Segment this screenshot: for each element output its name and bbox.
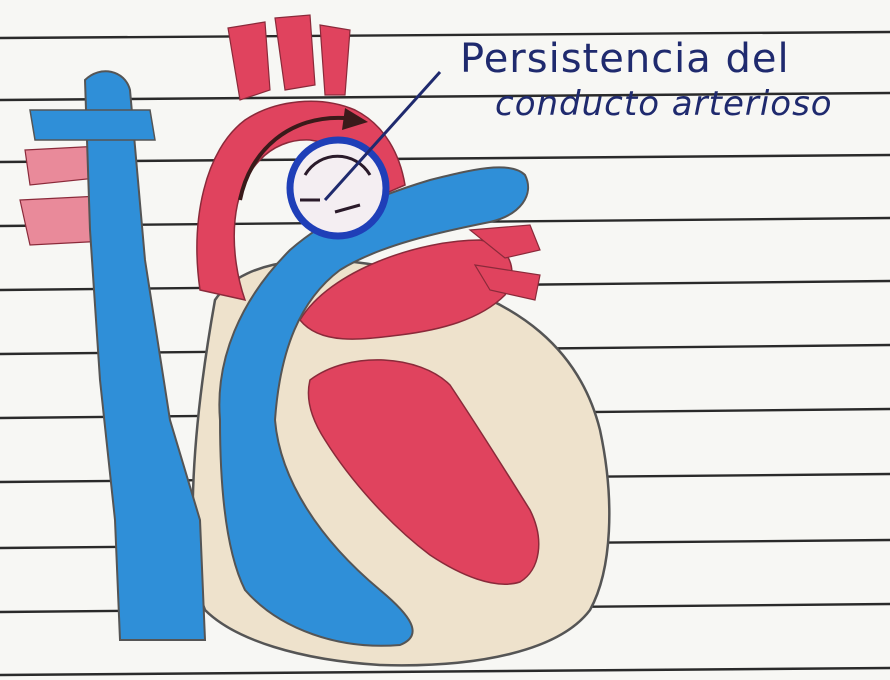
- vein-branch: [30, 110, 155, 140]
- annotation-title: Persistencia del: [460, 36, 790, 82]
- ruled-line: [0, 668, 890, 675]
- aortic-branches: [228, 15, 350, 100]
- ductus-circle: [290, 140, 386, 236]
- vena-cava: [85, 71, 205, 640]
- annotation-subtitle: conducto arterioso: [495, 84, 833, 124]
